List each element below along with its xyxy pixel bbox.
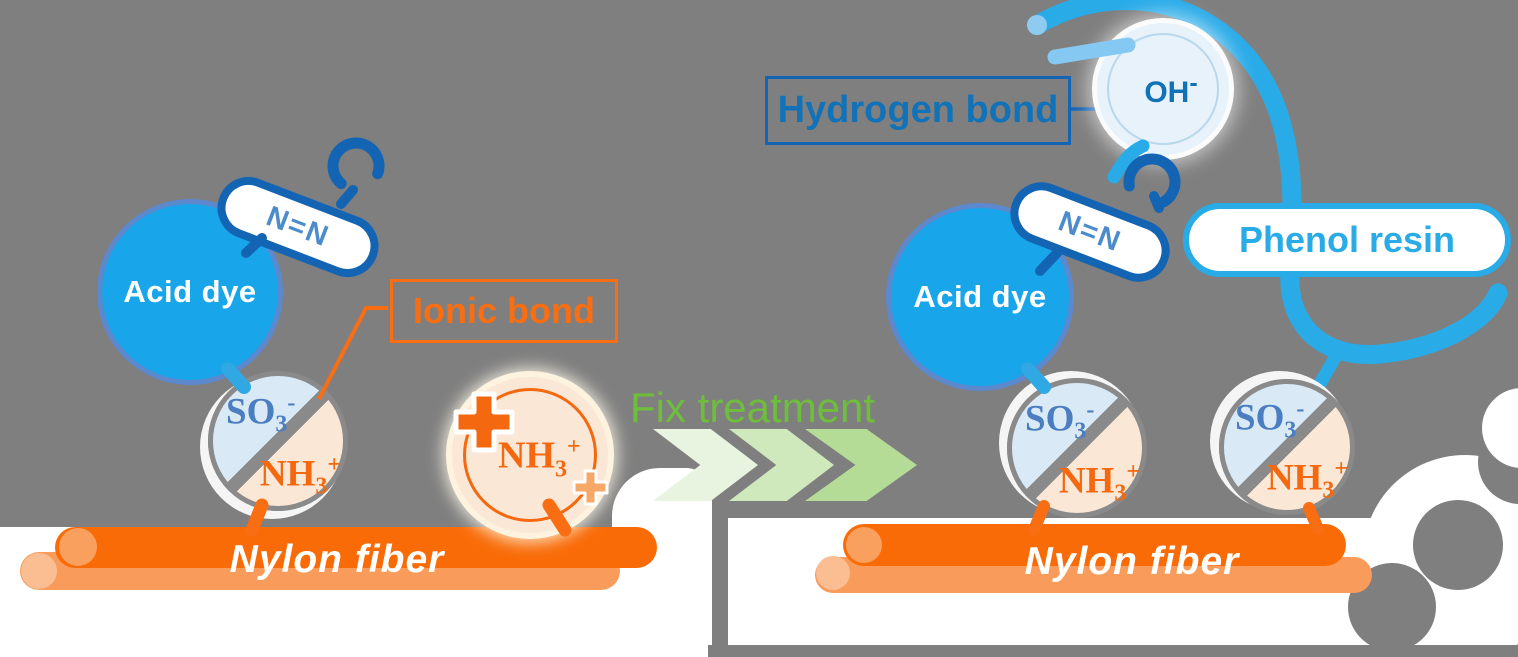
- ionic-bond-pointer-line: [317, 306, 388, 400]
- acid-dye-label: Acid dye: [123, 274, 257, 309]
- hook-icon: [327, 137, 385, 195]
- nylon-fiber-cap-right: [846, 527, 882, 563]
- hook-stub: [1149, 191, 1164, 213]
- phenol-strand-bottom-curve: [1280, 262, 1508, 364]
- formula-base: NH: [1058, 460, 1115, 502]
- ionic-bond-label: Ionic bond: [390, 279, 618, 343]
- formula-base: NH: [1266, 457, 1323, 499]
- ionic-bond-text: Ionic bond: [413, 290, 595, 331]
- strand-to-ion-stub: [1313, 345, 1345, 391]
- hook-icon: [1123, 153, 1181, 211]
- nh3-formula: NH3+: [498, 435, 581, 481]
- formula-base: OH: [1144, 75, 1190, 109]
- acid-dye-label: Acid dye: [913, 279, 1047, 314]
- free-ion-ring: [463, 388, 597, 522]
- phenol-resin-pill: Phenol resin: [1183, 203, 1511, 277]
- formula-superscript: -: [1189, 68, 1198, 97]
- phenol-resin-text: Phenol resin: [1238, 219, 1456, 260]
- so3-nh3-ion-circle-right-2: SO3- NH3+: [1219, 379, 1355, 515]
- free-ammonium-circle: NH3+: [452, 377, 608, 533]
- swirl-hole: [1413, 500, 1503, 590]
- nylon-fiber-cap-left: [59, 528, 97, 566]
- oh-formula: OH-: [1144, 69, 1197, 110]
- chevron-arrow-icon: [653, 429, 758, 501]
- formula-superscript: -: [287, 390, 296, 416]
- formula-base: SO: [1235, 397, 1285, 439]
- so3-nh3-ion-circle-left: SO3- NH3+: [208, 371, 348, 511]
- nylon-fiber-bar-right: [843, 524, 1346, 566]
- acid-dye-circle-right: Acid dye: [886, 203, 1074, 391]
- nylon-fiber-cap-left-light: [21, 553, 57, 589]
- formula-base: NH: [259, 453, 316, 495]
- formula-subscript: 3: [1284, 417, 1297, 444]
- formula-superscript: +: [567, 434, 581, 460]
- nh3-formula: NH3+: [260, 453, 341, 499]
- formula-superscript: -: [1296, 396, 1305, 422]
- hook-stub: [336, 185, 358, 209]
- nylon-fiber-label-left: Nylon fiber: [229, 538, 445, 581]
- nh3-formula: NH3+: [1267, 457, 1348, 503]
- bottom-gray-strip: [708, 645, 1518, 657]
- so3-formula: SO3-: [226, 391, 295, 437]
- formula-superscript: +: [327, 452, 341, 479]
- so3-formula: SO3-: [1025, 398, 1094, 444]
- formula-superscript: -: [1086, 397, 1095, 423]
- hydroxide-ion-circle: OH-: [1097, 23, 1229, 155]
- nh3-formula: NH3+: [1059, 460, 1140, 506]
- strand-end-dot-icon: [1027, 15, 1047, 35]
- formula-subscript: 3: [1322, 478, 1335, 504]
- formula-subscript: 3: [1074, 418, 1087, 445]
- formula-base: SO: [226, 391, 276, 433]
- formula-subscript: 3: [1114, 481, 1127, 507]
- formula-superscript: +: [1126, 459, 1140, 486]
- formula-base: SO: [1025, 398, 1075, 440]
- nylon-fiber-label-right: Nylon fiber: [1024, 540, 1240, 583]
- formula-subscript: 3: [275, 411, 288, 438]
- azo-group-label: N=N: [1054, 204, 1127, 259]
- so3-formula: SO3-: [1235, 397, 1304, 443]
- hydrogen-bond-text: Hydrogen bond: [777, 89, 1059, 131]
- so3-nh3-ion-circle-right-1: SO3- NH3+: [1007, 378, 1147, 518]
- formula-subscript: 3: [315, 474, 328, 500]
- hydrogen-bond-label: Hydrogen bond: [765, 76, 1071, 145]
- formula-base: NH: [498, 434, 555, 477]
- formula-subscript: 3: [555, 456, 567, 483]
- fix-treatment-label: Fix treatment: [630, 384, 876, 431]
- nylon-fiber-cap-right-light: [816, 556, 850, 590]
- azo-group-label: N=N: [262, 199, 335, 254]
- formula-superscript: +: [1334, 456, 1348, 483]
